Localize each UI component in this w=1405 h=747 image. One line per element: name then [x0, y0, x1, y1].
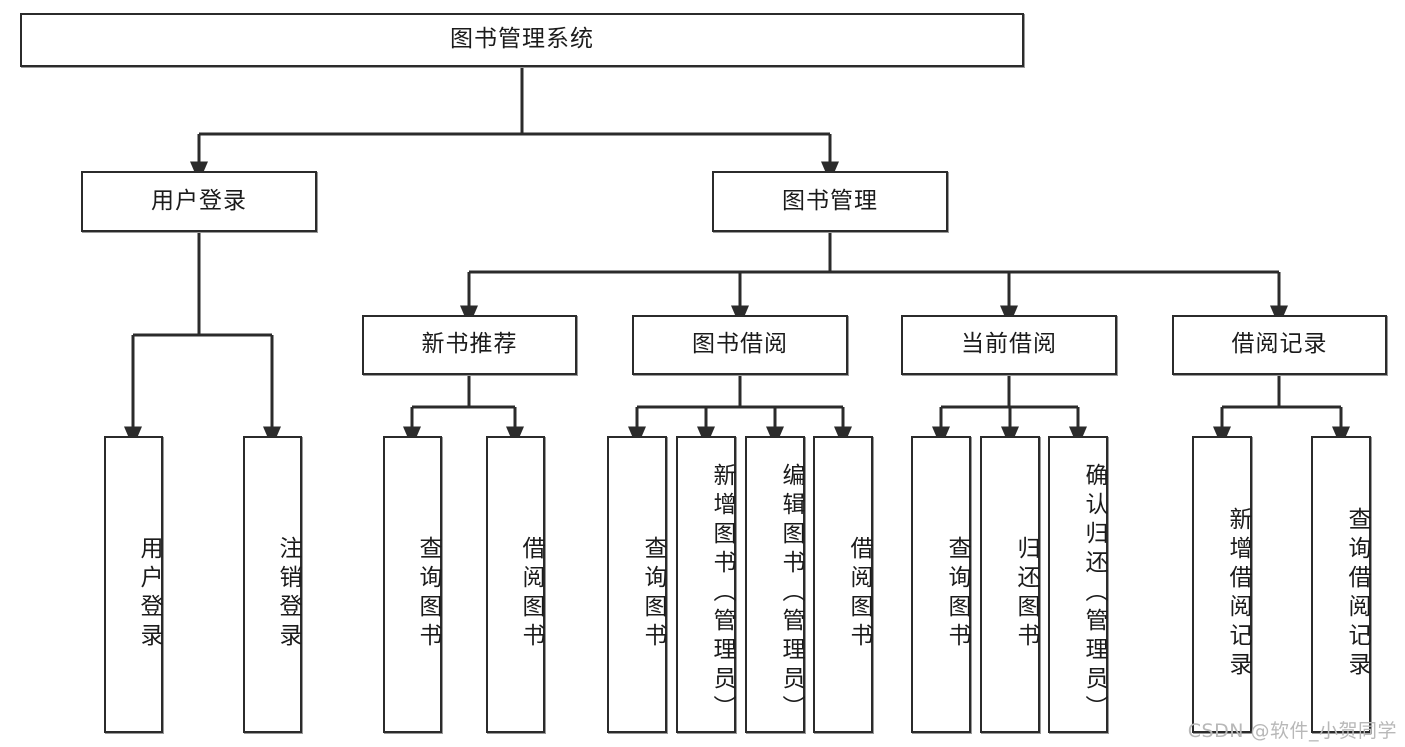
leaf-edit-book-admin[interactable]: 编辑图书（管理员）	[745, 436, 805, 733]
leaf-query-book-current[interactable]: 查询图书	[911, 436, 971, 733]
node-label: 用户登录	[136, 535, 162, 652]
leaf-return-book[interactable]: 归还图书	[980, 436, 1040, 733]
node-label: 借阅图书	[846, 535, 872, 652]
node-label: 图书借阅	[692, 331, 788, 358]
node-label: 新增图书（管理员）	[709, 463, 735, 724]
node-book-borrow[interactable]: 图书借阅	[632, 315, 848, 375]
node-label: 用户登录	[151, 187, 247, 214]
node-label: 查询图书	[415, 535, 441, 652]
node-label: 编辑图书（管理员）	[778, 463, 804, 724]
leaf-confirm-return-admin[interactable]: 确认归还（管理员）	[1048, 436, 1108, 733]
node-label: 借阅记录	[1231, 331, 1328, 358]
node-new-book-recommend[interactable]: 新书推荐	[362, 315, 577, 375]
node-label: 图书管理系统	[450, 26, 594, 53]
leaf-add-book-admin[interactable]: 新增图书（管理员）	[676, 436, 736, 733]
watermark-text: CSDN @软件_小贺同学	[1187, 720, 1397, 742]
node-book-management[interactable]: 图书管理	[712, 171, 948, 232]
node-label: 查询图书	[640, 535, 666, 652]
leaf-borrow-book-borrow[interactable]: 借阅图书	[813, 436, 873, 733]
leaf-query-borrow-record[interactable]: 查询借阅记录	[1311, 436, 1371, 733]
node-user-login[interactable]: 用户登录	[81, 171, 317, 232]
node-label: 图书管理	[782, 187, 878, 214]
node-label: 注销登录	[275, 535, 301, 652]
node-label: 借阅图书	[518, 535, 544, 652]
node-label: 查询借阅记录	[1344, 506, 1370, 681]
node-label: 查询图书	[944, 535, 970, 652]
node-label: 当前借阅	[961, 331, 1057, 358]
node-label: 新增借阅记录	[1225, 506, 1251, 681]
leaf-user-login[interactable]: 用户登录	[104, 436, 163, 733]
node-current-borrow[interactable]: 当前借阅	[901, 315, 1117, 375]
node-root-book-management-system[interactable]: 图书管理系统	[20, 13, 1024, 67]
leaf-borrow-book-newbook[interactable]: 借阅图书	[486, 436, 545, 733]
node-label: 新书推荐	[421, 331, 518, 358]
node-borrow-record[interactable]: 借阅记录	[1172, 315, 1387, 375]
leaf-add-borrow-record[interactable]: 新增借阅记录	[1192, 436, 1252, 733]
node-label: 归还图书	[1013, 535, 1039, 652]
leaf-query-book-borrow[interactable]: 查询图书	[607, 436, 667, 733]
leaf-query-book-newbook[interactable]: 查询图书	[383, 436, 442, 733]
node-label: 确认归还（管理员）	[1081, 463, 1107, 724]
leaf-logout[interactable]: 注销登录	[243, 436, 302, 733]
